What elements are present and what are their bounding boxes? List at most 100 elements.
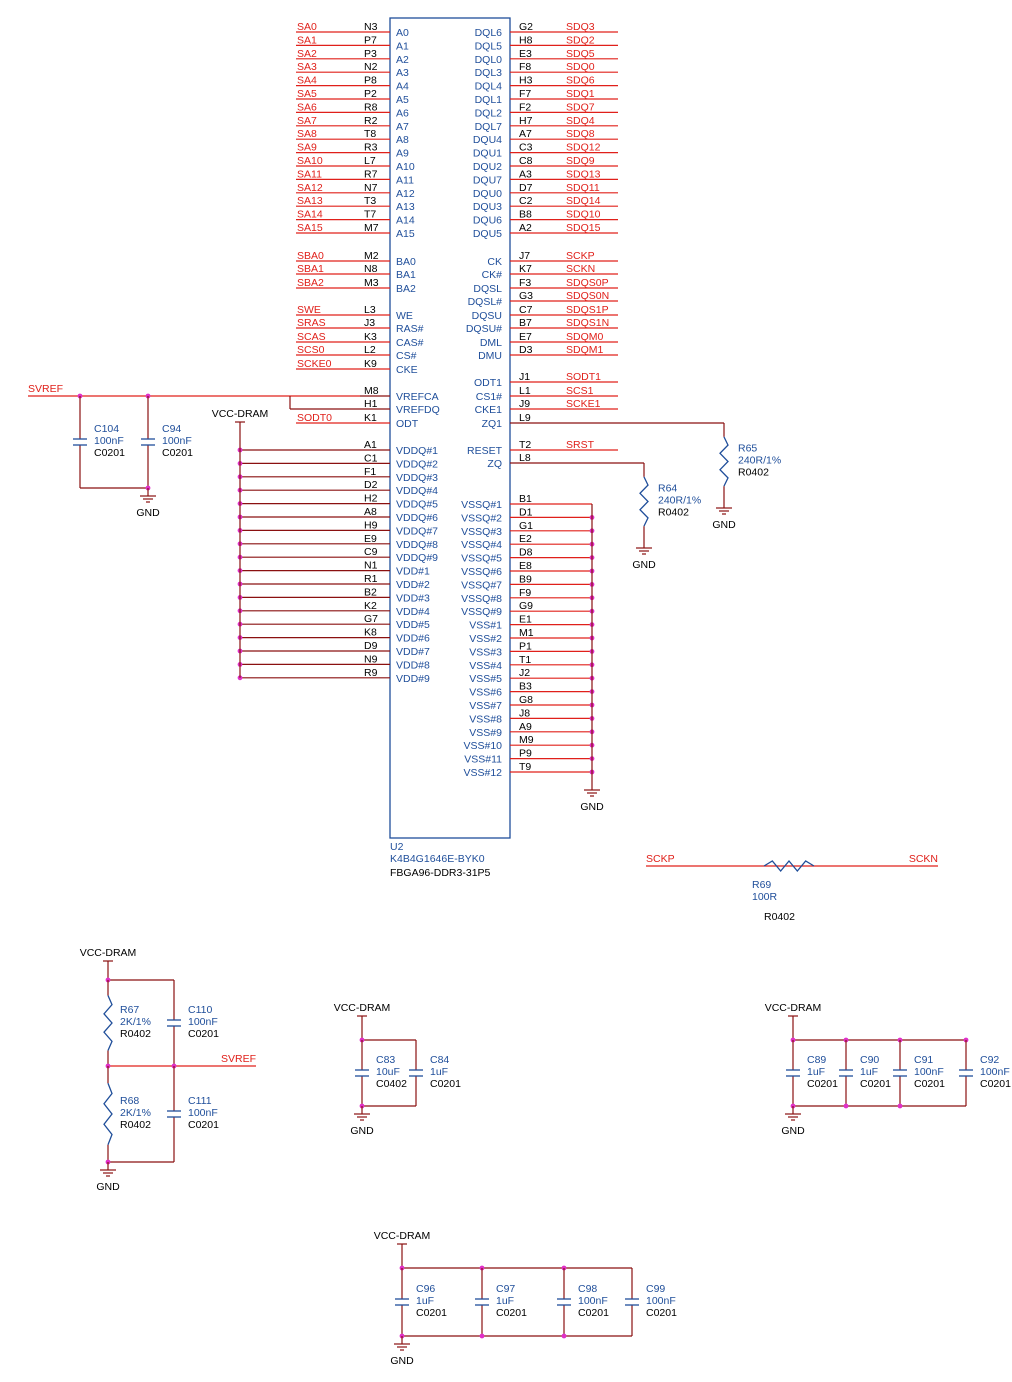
right-pin-label: DQU2 <box>473 161 502 173</box>
junction-dot <box>897 1103 903 1109</box>
left-pin-label: A14 <box>396 215 415 227</box>
left-pin-number: D2 <box>364 479 378 491</box>
right-pin-number: M9 <box>519 734 534 746</box>
right-pin-label: DQL0 <box>475 54 503 66</box>
right-pin-label: DQSL# <box>468 296 503 308</box>
chip-ref: U2 <box>390 841 404 853</box>
right-net-label: SDQ7 <box>566 101 595 113</box>
right-pin-label: VSS#8 <box>469 713 502 725</box>
left-pin-label: VDD#5 <box>396 619 430 631</box>
right-pin-label: DQL1 <box>475 94 503 106</box>
res-ref: R64 <box>658 483 677 495</box>
right-pin-label: DQSL <box>473 283 502 295</box>
left-pin-number: P3 <box>364 48 377 60</box>
left-pin-label: A7 <box>396 121 409 133</box>
cap-value: 1uF <box>430 1066 448 1078</box>
gnd-label: GND <box>580 801 604 813</box>
right-pin-label: CKE1 <box>475 404 503 416</box>
left-pin-number: M7 <box>364 222 379 234</box>
res-value: 100R <box>752 891 778 903</box>
left-net-label: SA6 <box>297 101 317 113</box>
gnd-label: GND <box>632 559 656 571</box>
cap-package: C0201 <box>416 1307 447 1319</box>
sckn-label: SCKN <box>909 853 938 865</box>
left-pin-number: A8 <box>364 506 377 518</box>
right-net-label: SDQ6 <box>566 75 595 87</box>
vcc-label: VCC-DRAM <box>212 408 269 420</box>
left-pin-number: C1 <box>364 452 378 464</box>
right-pin-label: DQL5 <box>475 40 503 52</box>
left-pin-label: BA1 <box>396 269 416 281</box>
junction-dot <box>561 1333 567 1339</box>
left-pin-number: G7 <box>364 613 378 625</box>
right-pin-number: T2 <box>519 439 531 451</box>
left-pin-label: VDDQ#4 <box>396 485 438 497</box>
cap-ref: C99 <box>646 1283 665 1295</box>
left-pin-label: BA0 <box>396 256 416 268</box>
left-pin-number: N8 <box>364 263 378 275</box>
left-net-label: SA12 <box>297 182 323 194</box>
junction-dot <box>843 1103 849 1109</box>
left-pin-label: CAS# <box>396 337 424 349</box>
right-pin-label: DQL4 <box>475 81 503 93</box>
left-pin-label: A15 <box>396 228 415 240</box>
right-pin-label: VSSQ#6 <box>461 566 502 578</box>
cap-ref: C92 <box>980 1054 999 1066</box>
left-net-label: SA8 <box>297 128 317 140</box>
left-net-label: SBA2 <box>297 277 324 289</box>
cap-package: C0402 <box>376 1078 407 1090</box>
vcc-label: VCC-DRAM <box>80 947 137 959</box>
right-pin-label: VSSQ#3 <box>461 526 502 538</box>
right-pin-label: CK <box>487 256 502 268</box>
left-pin-number: M2 <box>364 250 379 262</box>
left-pin-number: J3 <box>364 317 375 329</box>
right-pin-label: VSS#4 <box>469 660 502 672</box>
left-pin-number: K9 <box>364 358 377 370</box>
right-pin-number: C7 <box>519 304 533 316</box>
left-pin-label: A4 <box>396 81 409 93</box>
right-pin-label: DQL7 <box>475 121 503 133</box>
right-net-label: SCKP <box>566 250 595 262</box>
vcc-label: VCC-DRAM <box>374 1230 431 1242</box>
cap-ref: C90 <box>860 1054 879 1066</box>
right-pin-label: DQL3 <box>475 67 503 79</box>
right-pin-number: H7 <box>519 115 533 127</box>
left-pin-number: D9 <box>364 640 378 652</box>
cap-package: C0201 <box>807 1078 838 1090</box>
res-body <box>103 1083 113 1145</box>
left-pin-label: A12 <box>396 188 415 200</box>
right-pin-number: D7 <box>519 182 533 194</box>
left-net-label: SA4 <box>297 75 317 87</box>
cap-package: C0201 <box>860 1078 891 1090</box>
right-pin-number: F8 <box>519 61 531 73</box>
right-pin-number: G3 <box>519 290 533 302</box>
left-pin-number: T7 <box>364 209 376 221</box>
res-body <box>763 859 815 873</box>
right-pin-number: F2 <box>519 101 531 113</box>
right-pin-label: VSSQ#4 <box>461 539 502 551</box>
left-pin-number: L3 <box>364 304 376 316</box>
right-pin-label: DQL2 <box>475 107 503 119</box>
left-net-label: SA11 <box>297 168 322 180</box>
right-pin-number: D3 <box>519 344 533 356</box>
res-ref: R68 <box>120 1095 139 1107</box>
vcc-label: VCC-DRAM <box>334 1002 391 1014</box>
left-net-label: SA1 <box>297 34 317 46</box>
left-pin-number: B2 <box>364 586 377 598</box>
right-pin-number: D8 <box>519 547 533 559</box>
left-net-label: SRAS <box>297 317 326 329</box>
left-pin-label: VDDQ#2 <box>396 458 438 470</box>
cap-package: C0201 <box>980 1078 1011 1090</box>
sckp-label: SCKP <box>646 853 675 865</box>
cap-package: C0201 <box>578 1307 609 1319</box>
cap-ref: C110 <box>188 1004 212 1016</box>
right-pin-label: VSS#12 <box>463 767 502 779</box>
left-pin-label: A13 <box>396 201 415 213</box>
right-pin-number: G8 <box>519 694 533 706</box>
right-pin-number: B9 <box>519 573 532 585</box>
cap-ref: C97 <box>496 1283 515 1295</box>
cap-package: C0201 <box>496 1307 527 1319</box>
left-net-label: SWE <box>297 304 321 316</box>
left-net-label: SA7 <box>297 115 317 127</box>
left-pin-label: VDD#2 <box>396 579 430 591</box>
